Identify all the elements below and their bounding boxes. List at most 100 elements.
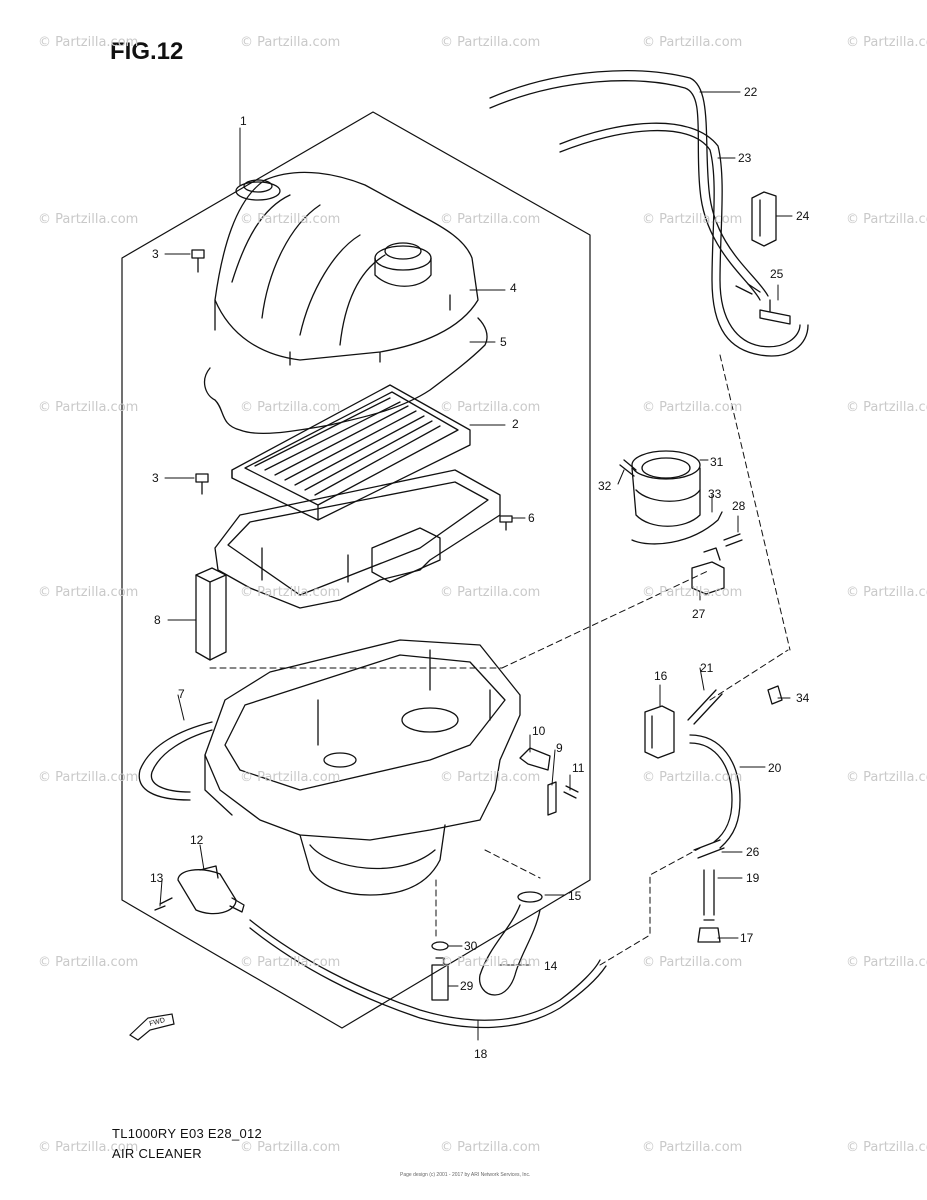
- callout-2: 2: [512, 417, 519, 431]
- callout-6: 6: [528, 511, 535, 525]
- watermark: © Partzilla.com: [440, 212, 541, 227]
- callout-12: 12: [190, 833, 204, 847]
- assembly-name: AIR CLEANER: [112, 1146, 202, 1161]
- watermark: © Partzilla.com: [240, 400, 341, 415]
- watermark: © Partzilla.com: [642, 1140, 743, 1155]
- plug-28: [431, 957, 449, 1001]
- watermark: © Partzilla.com: [38, 212, 139, 227]
- watermark: © Partzilla.com: [38, 35, 139, 50]
- air-cleaner-case: [204, 639, 521, 896]
- joint-24: [735, 283, 791, 325]
- callout-18: 18: [474, 1047, 488, 1061]
- callout-32: 32: [598, 479, 612, 493]
- callout-leaders: [159, 91, 793, 1041]
- watermark: © Partzilla.com: [38, 770, 139, 785]
- clip-34: [767, 685, 783, 705]
- bracket-10: [519, 747, 551, 771]
- callout-16: 16: [654, 669, 668, 683]
- watermark: © Partzilla.com: [240, 212, 341, 227]
- watermark: © Partzilla.com: [38, 400, 139, 415]
- watermark: © Partzilla.com: [440, 1140, 541, 1155]
- callout-17: 17: [740, 931, 754, 945]
- callout-3: 3: [152, 471, 159, 485]
- foam-block: [195, 567, 227, 661]
- figure-title: FIG.12: [110, 38, 184, 65]
- screw-11: [563, 785, 579, 799]
- callout-25: 25: [770, 267, 784, 281]
- watermark: © Partzilla.com: [440, 955, 541, 970]
- assembly-boundary: [121, 111, 591, 1029]
- breather-hose-18: [249, 919, 607, 1029]
- screw-13: [154, 897, 173, 911]
- watermark: © Partzilla.com: [642, 35, 743, 50]
- drain-hose-14: [478, 904, 541, 996]
- watermark: © Partzilla.com: [642, 585, 743, 600]
- callout-4: 4: [510, 281, 517, 295]
- filter-frame: [214, 469, 501, 609]
- callout-13: 13: [150, 871, 164, 885]
- watermark: © Partzilla.com: [846, 1140, 927, 1155]
- watermark: © Partzilla.com: [440, 400, 541, 415]
- callout-24: 24: [796, 209, 810, 223]
- intake-boot-30: [631, 450, 701, 527]
- watermark: © Partzilla.com: [846, 400, 927, 415]
- pipe-19: [703, 869, 715, 916]
- watermark: © Partzilla.com: [240, 35, 341, 50]
- sensor-26: [691, 547, 725, 595]
- copyright-notice: Page design (c) 2001 - 2017 by ARI Netwo…: [400, 1172, 531, 1178]
- bolt-3-top: [191, 249, 205, 273]
- bolt-3-mid: [195, 473, 209, 495]
- clamp-15: [517, 891, 543, 903]
- clip-33: [751, 191, 777, 247]
- watermark: © Partzilla.com: [846, 585, 927, 600]
- watermark: © Partzilla.com: [642, 400, 743, 415]
- callout-21: 21: [700, 661, 714, 675]
- front-arrow: FWD: [129, 1013, 175, 1041]
- watermark: © Partzilla.com: [846, 770, 927, 785]
- callout-10: 10: [532, 724, 546, 738]
- callout-33: 33: [708, 487, 722, 501]
- callout-8: 8: [154, 613, 161, 627]
- callout-28: 28: [732, 499, 746, 513]
- callout-19: 19: [746, 871, 760, 885]
- leader-lines: [209, 354, 791, 966]
- watermark: © Partzilla.com: [440, 585, 541, 600]
- watermark: © Partzilla.com: [642, 955, 743, 970]
- hose-22: [489, 70, 769, 301]
- front-arrow-label: FWD: [149, 1017, 166, 1028]
- watermark: © Partzilla.com: [846, 35, 927, 50]
- watermark: © Partzilla.com: [846, 212, 927, 227]
- bracket-9: [547, 781, 557, 816]
- watermark: © Partzilla.com: [642, 770, 743, 785]
- fitting-17: [697, 919, 721, 943]
- callout-29: 29: [460, 979, 474, 993]
- bolt-6: [499, 515, 513, 531]
- screw-31: [619, 459, 637, 477]
- callout-30: 30: [464, 939, 478, 953]
- connector-25: [693, 839, 725, 859]
- watermark: © Partzilla.com: [38, 955, 139, 970]
- watermark: © Partzilla.com: [846, 955, 927, 970]
- callout-31: 31: [710, 455, 724, 469]
- callout-11: 11: [572, 761, 585, 775]
- callout-27: 27: [692, 607, 706, 621]
- callout-20: 20: [768, 761, 782, 775]
- hose-20: [689, 734, 741, 849]
- cover-gasket: [203, 317, 488, 435]
- callout-15: 15: [568, 889, 582, 903]
- callout-26: 26: [746, 845, 760, 859]
- air-cleaner-cover: [214, 171, 479, 366]
- watermark: © Partzilla.com: [440, 770, 541, 785]
- watermark: © Partzilla.com: [240, 585, 341, 600]
- bolt-27: [723, 533, 743, 547]
- callout-1: 1: [240, 114, 247, 128]
- hose-21: [687, 689, 723, 725]
- valve-16: [644, 705, 675, 759]
- bracket-32: [631, 511, 723, 545]
- callout-22: 22: [744, 85, 758, 99]
- callout-23: 23: [738, 151, 752, 165]
- hose-7: [138, 721, 213, 801]
- watermark: © Partzilla.com: [38, 585, 139, 600]
